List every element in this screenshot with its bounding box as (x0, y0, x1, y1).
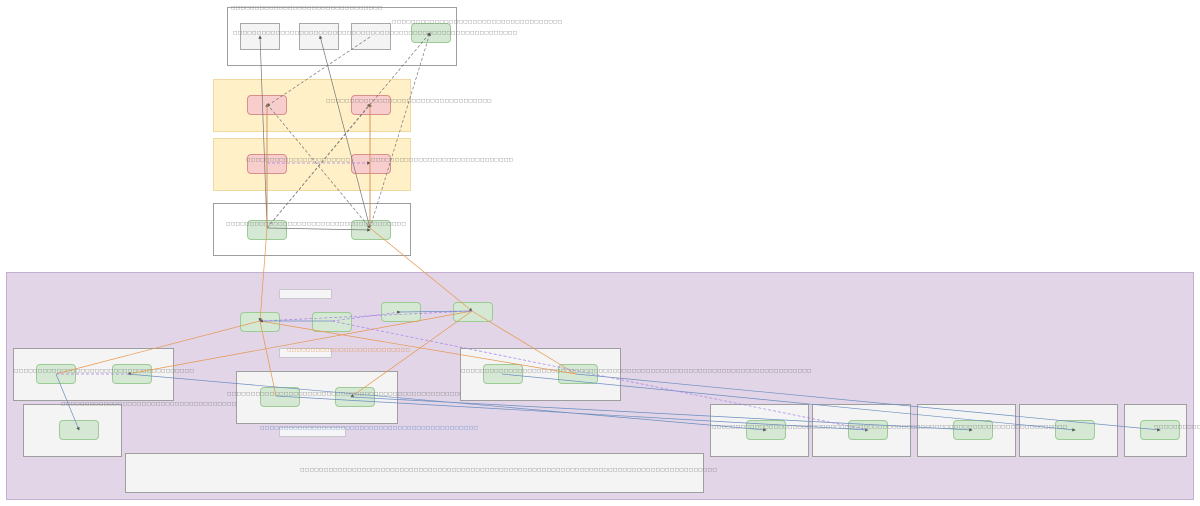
top-row-label: □□□□□□□□□□□□□□□□□□□□□□□□□□□□□□□□□□□□□□□□… (233, 31, 518, 36)
left-sub-node[interactable] (59, 420, 99, 440)
top-group-title: □□□□□□□□□□□□□□□□□□□□□□□□□□□□□□□□ (231, 6, 383, 11)
purple-node-3[interactable] (381, 302, 421, 322)
yellow1-node-right[interactable] (351, 95, 391, 115)
purple-node-4[interactable] (453, 302, 493, 322)
blank-box-top (279, 289, 332, 299)
yellow2-node-left[interactable] (247, 154, 287, 174)
yellow2-left-label: □□□□□□□□□□□□□□□□□□□□□□ (246, 158, 351, 163)
footer-note-box (125, 453, 704, 493)
yellow1-label: □□□□□□□□□□□□□□□□□□□□□□□□□□□□□□□□□□□ (326, 99, 492, 104)
left-sub-label: □□□□□□□□□□□□□□□□□□□□□□□□□□□□□□□□□□□□□□ (61, 402, 242, 407)
bottom-row-label: □□□□□□□□□□□□□□□□□□□□□□□□□□□□□□□□□□□□□□□□… (712, 425, 1068, 430)
yellow2-right-label: □□□□□□□□□□□□□□□□□□□□□□□□□□□□□□ (371, 158, 514, 163)
footer-note: □□□□□□□□□□□□□□□□□□□□□□□□□□□□□□□□□□□□□□□□… (300, 468, 718, 473)
yellow1-node-left[interactable] (247, 95, 287, 115)
top-right-label: □□□□□□□□□□□□□□□□□□□□□□□□□□□□□□□□□□□□ (392, 20, 563, 25)
purple-node-1[interactable] (240, 312, 280, 332)
yellow2-node-right[interactable] (351, 154, 391, 174)
purple-node-2[interactable] (312, 312, 352, 332)
right-group-label: □□□□□□□□□□□□□□□□□□□□□□□□□□□□□□□□□□□□□□□□… (461, 369, 812, 374)
blue-caption: □□□□□□□□□□□□□□□□□□□□□□□□□□□□□□□□□□□□□□□□… (260, 426, 479, 431)
orange-caption: □□□□□□□□□□□□□□□□□□□□□□□□□□ (287, 348, 411, 353)
plain-group-label: □□□□□□□□□□□□□□□□□□□□□□□□□□□□□□□□□□□□□□ (226, 222, 407, 227)
bottom-last-label: □□□□□□□□□□□□ (1154, 425, 1200, 430)
left-group-label: □□□□□□□□□□□□□□□□□□□□□□□□□□□□□□□□□□□□□□ (14, 369, 195, 374)
